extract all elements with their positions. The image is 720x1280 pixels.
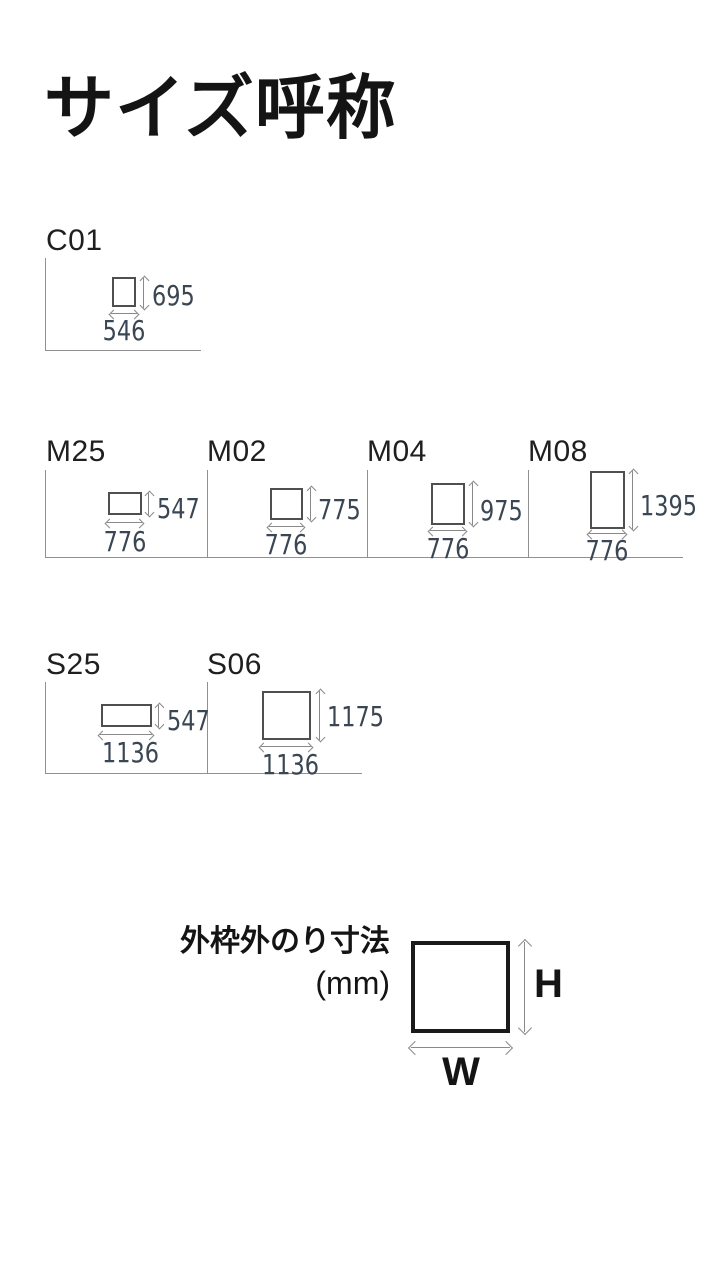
m02-size-rect (270, 488, 303, 520)
size-code-s25: S25 (46, 648, 101, 681)
legend-width-label: W (442, 1050, 480, 1094)
c01-height-dim: 695 (152, 279, 195, 312)
c01-height-arrow-icon (143, 278, 144, 308)
legend-caption: 外枠外のり寸法 (mm) (150, 924, 390, 1002)
m08-size-rect (590, 471, 625, 529)
size-code-c01: C01 (46, 224, 103, 257)
m02-frame-vline (207, 470, 208, 558)
m08-height-dim: 1395 (640, 489, 698, 522)
size-code-s06: S06 (207, 648, 262, 681)
m25-size-rect (108, 492, 142, 515)
m02-width-dim: 776 (264, 528, 308, 561)
m02-width-arrow-icon (269, 526, 303, 527)
m04-width-arrow-icon (430, 530, 465, 531)
s-row-baseline (45, 773, 362, 774)
s25-frame-vline (45, 682, 46, 774)
size-code-m02: M02 (207, 435, 267, 468)
m08-height-arrow-icon (632, 471, 633, 529)
m04-height-arrow-icon (472, 483, 473, 525)
s06-height-dim: 1175 (327, 700, 385, 733)
m02-height-arrow-icon (310, 488, 311, 520)
legend-caption-line1: 外枠外のり寸法 (180, 925, 390, 958)
m25-width-dim: 776 (103, 525, 147, 558)
m08-width-arrow-icon (589, 533, 625, 534)
s25-height-arrow-icon (158, 705, 159, 727)
legend-width-arrow-icon (411, 1047, 510, 1048)
m04-height-dim: 975 (480, 494, 523, 527)
s25-width-dim: 1136 (102, 736, 160, 769)
s25-height-dim: 547 (167, 704, 210, 737)
c01-size-rect (112, 277, 136, 307)
s25-size-rect (101, 704, 152, 727)
m04-size-rect (431, 483, 465, 525)
m08-frame-vline (528, 470, 529, 558)
s25-width-arrow-icon (100, 734, 152, 735)
m04-frame-vline (367, 470, 368, 558)
c01-width-arrow-icon (111, 313, 137, 314)
legend-height-arrow-icon (524, 942, 525, 1032)
m08-width-dim: 776 (585, 534, 629, 567)
s06-height-arrow-icon (319, 691, 320, 740)
legend-caption-line2: (mm) (315, 965, 390, 1001)
legend-height-label: H (534, 962, 563, 1006)
m25-width-arrow-icon (107, 522, 142, 523)
c01-frame-vline (45, 258, 46, 351)
page-title: サイズ呼称 (44, 69, 397, 147)
m04-width-dim: 776 (426, 532, 470, 565)
m25-height-dim: 547 (157, 492, 200, 525)
s06-width-arrow-icon (261, 746, 311, 747)
size-code-m08: M08 (528, 435, 588, 468)
s06-size-rect (262, 691, 311, 740)
size-code-m04: M04 (367, 435, 427, 468)
m02-height-dim: 775 (318, 493, 361, 526)
m25-frame-vline (45, 470, 46, 558)
m25-height-arrow-icon (148, 493, 149, 515)
size-code-m25: M25 (46, 435, 106, 468)
s06-width-dim: 1136 (262, 748, 320, 781)
s06-frame-vline (207, 682, 208, 774)
c01-frame-baseline (45, 350, 201, 351)
legend-size-rect (411, 941, 510, 1033)
c01-width-dim: 546 (102, 314, 146, 347)
m-row-baseline (45, 557, 683, 558)
